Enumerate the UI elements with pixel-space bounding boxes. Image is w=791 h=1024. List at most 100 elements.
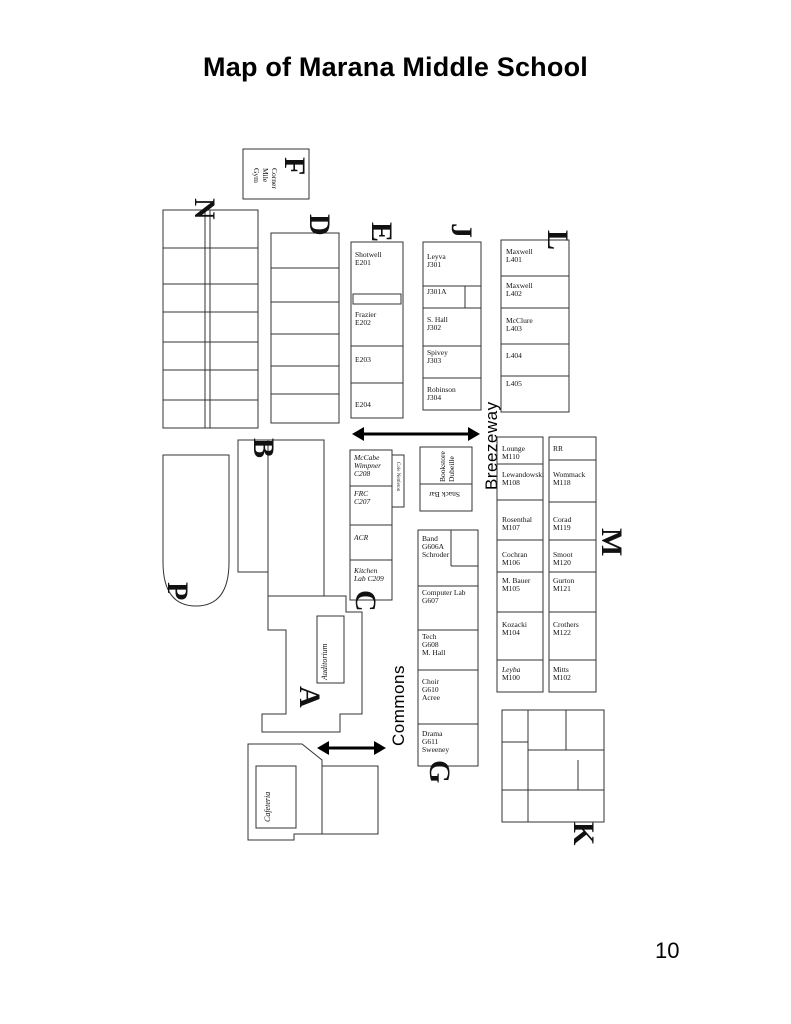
room-e202: E202 bbox=[355, 318, 371, 327]
room-l403-name: McClure bbox=[506, 316, 533, 325]
room-c208-name2: Wimpner bbox=[354, 461, 381, 470]
building-k: K bbox=[501, 709, 605, 846]
room-m102: M102 bbox=[553, 673, 571, 682]
room-g606a-name: Band bbox=[422, 534, 438, 543]
cole-nettleton-label: Cole Nettleton bbox=[395, 462, 400, 492]
building-b: B bbox=[237, 438, 325, 597]
room-m121: M121 bbox=[553, 584, 571, 593]
room-m106-name: Cochran bbox=[502, 550, 528, 559]
room-j304: J304 bbox=[427, 393, 441, 402]
building-f-gym: Gym Mile Corner F bbox=[242, 148, 311, 200]
room-m102-name: Mitts bbox=[553, 665, 569, 674]
room-m100: M100 bbox=[502, 673, 520, 682]
room-m120-name: Smoot bbox=[553, 550, 574, 559]
room-l403: L403 bbox=[506, 324, 522, 333]
room-l402: L402 bbox=[506, 289, 522, 298]
room-m110: M110 bbox=[502, 452, 520, 461]
room-m105: M105 bbox=[502, 584, 520, 593]
building-g: Band G606A Schroder Computer Lab G607 Te… bbox=[417, 529, 479, 783]
snack-bar-label: Snack Bar bbox=[428, 490, 460, 499]
building-cafeteria: Cafeteria bbox=[247, 743, 379, 841]
wing-l-label: L bbox=[541, 230, 574, 250]
room-g610: G610 bbox=[422, 685, 439, 694]
room-g607-name: Computer Lab bbox=[422, 588, 466, 597]
auditorium-label: Auditorium bbox=[320, 643, 329, 681]
wing-j-label: J bbox=[445, 223, 478, 238]
wing-d-label: D bbox=[303, 214, 336, 236]
room-m118: M118 bbox=[553, 478, 571, 487]
wing-k-label: K bbox=[567, 822, 600, 846]
room-j303-name: Spivey bbox=[427, 348, 448, 357]
room-e202-name: Frazier bbox=[355, 310, 377, 319]
room-m108: M108 bbox=[502, 478, 520, 487]
wing-n-label: N bbox=[188, 198, 221, 220]
room-l401-name: Maxwell bbox=[506, 247, 533, 256]
dubeille-label: Dubeille bbox=[447, 456, 456, 482]
wing-f-label: F bbox=[278, 157, 311, 175]
bookstore-label: Bookstore bbox=[438, 450, 447, 482]
room-c208-name1: McCabe bbox=[353, 453, 380, 462]
room-e204: E204 bbox=[355, 400, 371, 409]
room-j302: J302 bbox=[427, 323, 441, 332]
room-g610-teacher: Acree bbox=[422, 693, 441, 702]
room-m120: M120 bbox=[553, 558, 571, 567]
room-e203: E203 bbox=[355, 355, 371, 364]
room-g607: G607 bbox=[422, 596, 439, 605]
room-j301-name: Leyva bbox=[427, 252, 446, 261]
room-g608-teacher: M. Hall bbox=[422, 648, 445, 657]
room-g610-name: Choir bbox=[422, 677, 440, 686]
wing-b-label: B bbox=[247, 438, 280, 458]
gym-label-3: Corner bbox=[270, 168, 279, 189]
room-g606a: G606A bbox=[422, 542, 445, 551]
room-c207-name: FRC bbox=[353, 489, 369, 498]
room-c209-name2: Lab C209 bbox=[353, 574, 384, 583]
room-m104-name: Kozacki bbox=[502, 620, 527, 629]
gym-label-1: Gym bbox=[252, 168, 261, 183]
room-c207: C207 bbox=[354, 497, 371, 506]
snack-bar-bookstore: Bookstore Dubeille Snack Bar bbox=[419, 446, 473, 512]
room-j303: J303 bbox=[427, 356, 441, 365]
wing-a-label: A bbox=[293, 686, 326, 708]
room-m100-name: Leyba bbox=[501, 665, 521, 674]
room-j302-name: S. Hall bbox=[427, 315, 448, 324]
commons-label: Commons bbox=[389, 665, 408, 746]
room-g611-name: Drama bbox=[422, 729, 443, 738]
cafeteria-label: Cafeteria bbox=[263, 792, 272, 822]
wing-e-label: E bbox=[365, 222, 398, 242]
room-l405: L405 bbox=[506, 379, 522, 388]
room-l404: L404 bbox=[506, 351, 522, 360]
building-m: Lounge M110 RR Lewandowski M108 Wommack … bbox=[496, 436, 628, 693]
breezeway-label: Breezeway bbox=[482, 401, 501, 490]
room-m121-name: Gurton bbox=[553, 576, 574, 585]
room-l401: L401 bbox=[506, 255, 522, 264]
page-title: Map of Marana Middle School bbox=[203, 52, 588, 82]
page-number: 10 bbox=[655, 938, 680, 963]
room-l402-name: Maxwell bbox=[506, 281, 533, 290]
room-m122: M122 bbox=[553, 628, 571, 637]
room-m119: M119 bbox=[553, 523, 571, 532]
room-g611: G611 bbox=[422, 737, 439, 746]
breezeway-arrow bbox=[352, 427, 480, 441]
room-j301: J301 bbox=[427, 260, 441, 269]
room-rr: RR bbox=[553, 444, 563, 453]
building-p: P bbox=[161, 454, 230, 607]
room-m104: M104 bbox=[502, 628, 520, 637]
room-m108-name: Lewandowski bbox=[502, 470, 544, 479]
room-e201: E201 bbox=[355, 258, 371, 267]
room-g606a-teacher: Schroder bbox=[422, 550, 450, 559]
room-m110-name: Lounge bbox=[502, 444, 526, 453]
room-c208: C208 bbox=[354, 469, 371, 478]
room-m106: M106 bbox=[502, 558, 520, 567]
room-m105-name: M. Bauer bbox=[502, 576, 531, 585]
room-e201-name: Shotwell bbox=[355, 250, 382, 259]
room-m118-name: Wommack bbox=[553, 470, 586, 479]
building-l: L Maxwell L401 Maxwell L402 McClure L403… bbox=[500, 230, 574, 413]
room-g608-name: Tech bbox=[422, 632, 437, 641]
room-m107-name: Rosenthal bbox=[502, 515, 532, 524]
building-n: N bbox=[162, 198, 259, 429]
room-g611-teacher: Sweeney bbox=[422, 745, 449, 754]
building-a: Auditorium A bbox=[261, 595, 363, 733]
room-c209-name1: Kitchen bbox=[353, 566, 378, 575]
building-c: McCabe Wimpner C208 FRC C207 ACR Kitchen… bbox=[349, 449, 405, 612]
